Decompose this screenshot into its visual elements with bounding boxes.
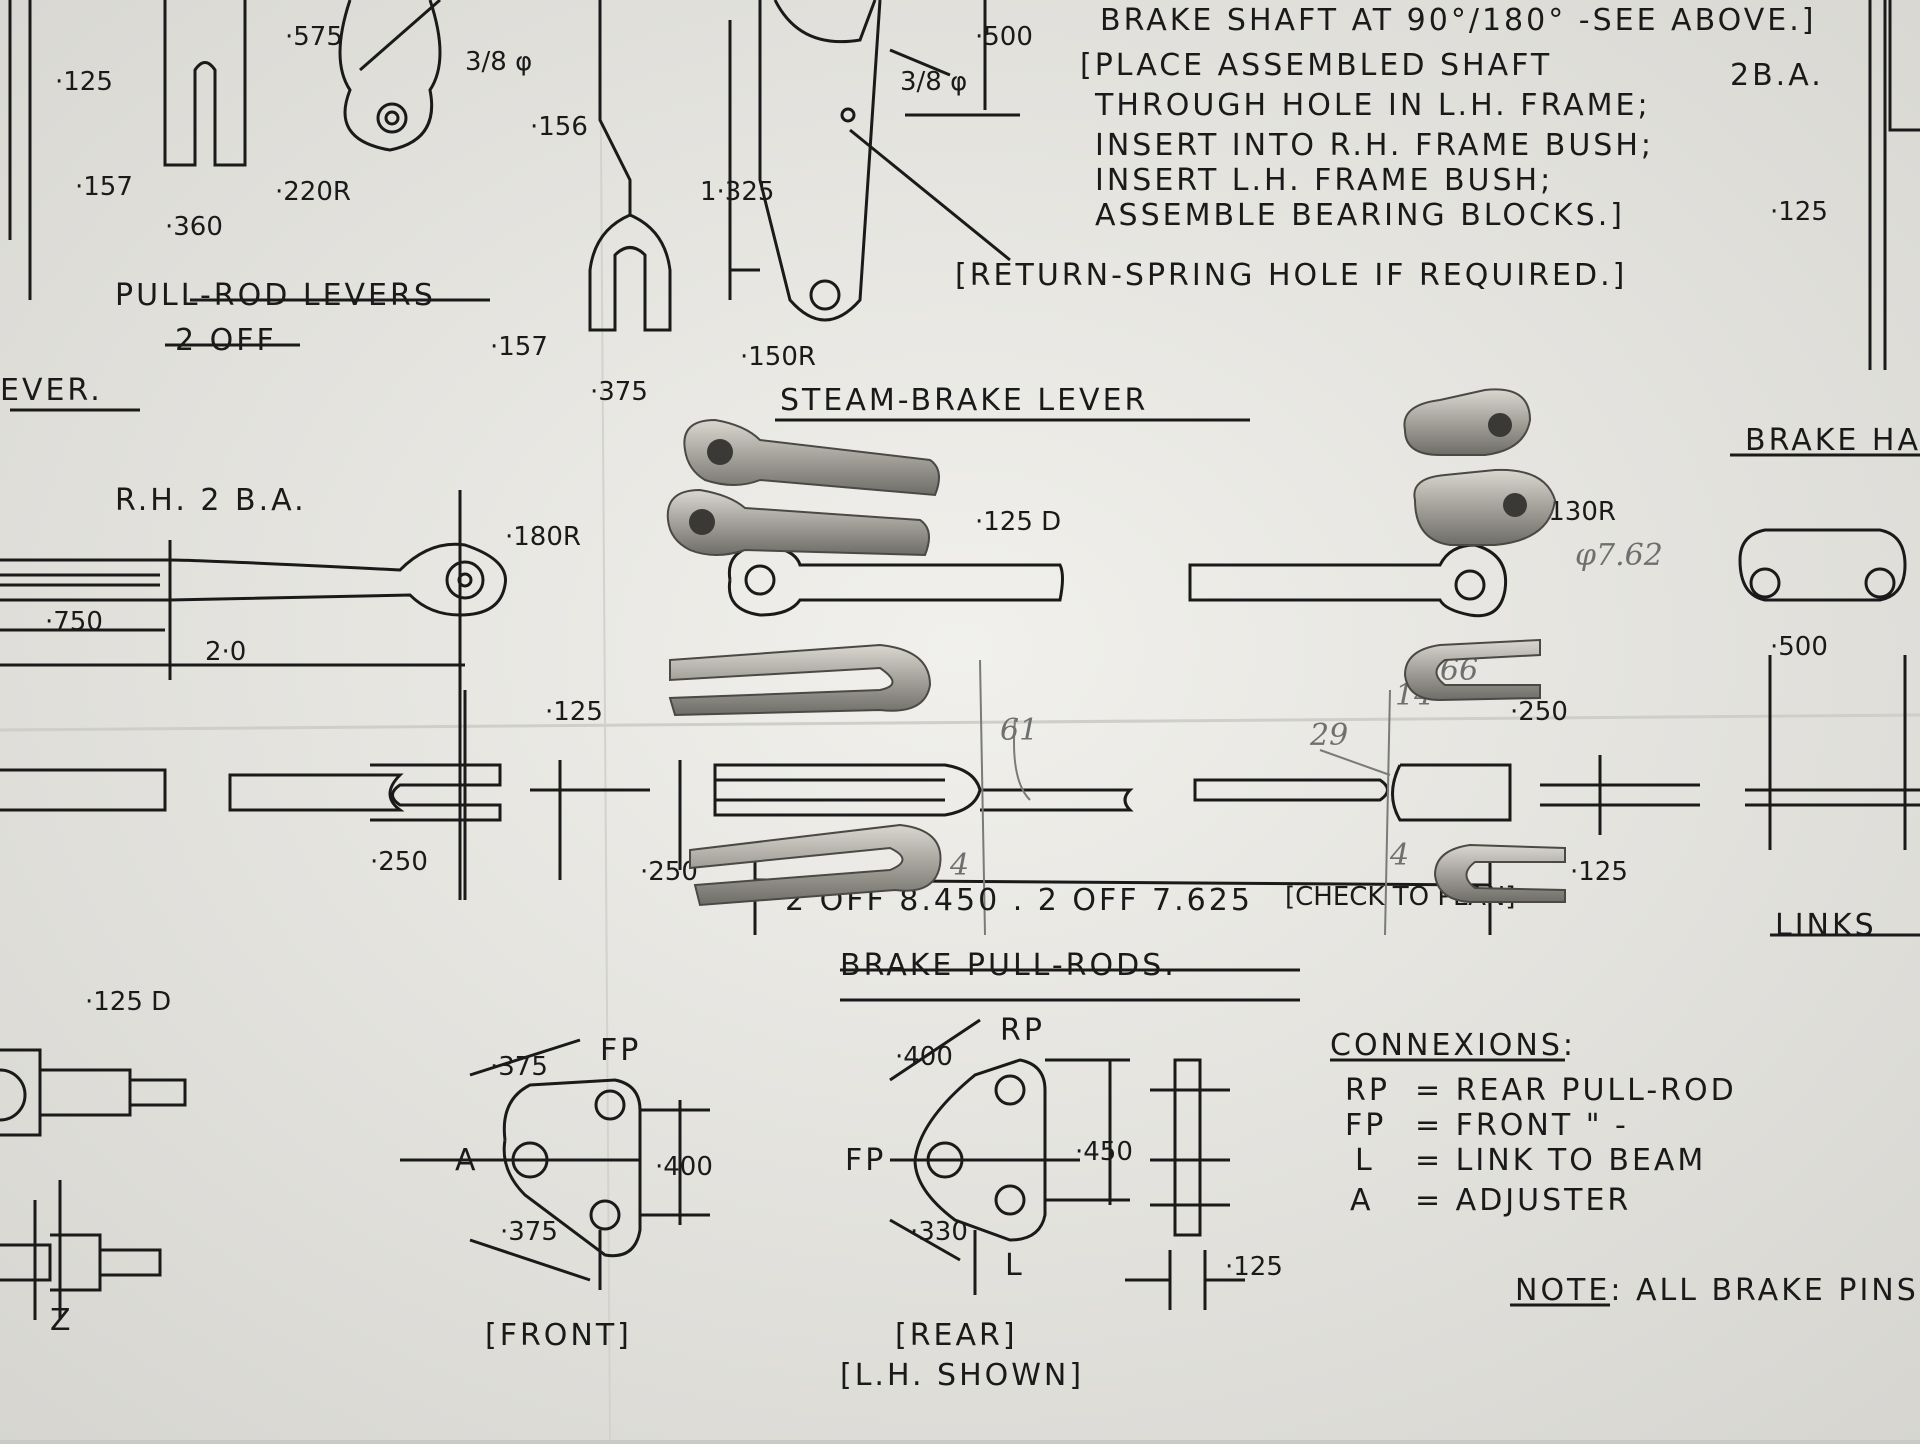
dim-180r: ·180R xyxy=(505,522,581,552)
connexions-title: CONNEXIONS: xyxy=(1330,1028,1576,1063)
note-assembly-2: THROUGH HOLE IN L.H. FRAME; xyxy=(1094,88,1651,123)
dim-125-bot: ·125 xyxy=(1225,1252,1283,1282)
note-assembly-3: INSERT INTO R.H. FRAME BUSH; xyxy=(1095,128,1654,163)
note-rh-2ba: R.H. 2 B.A. xyxy=(115,483,307,518)
note-2ba: 2B.A. xyxy=(1730,58,1824,93)
dim-2-0: 2·0 xyxy=(205,637,246,667)
dim-375-mid: ·375 xyxy=(590,377,648,407)
label-fp-rear: FP xyxy=(845,1143,886,1178)
note-brake-pins: NOTE: ALL BRAKE PINS xyxy=(1515,1273,1919,1308)
dim-250-left: ·250 xyxy=(370,847,428,877)
lever-fragment-heading: EVER. xyxy=(0,373,103,408)
label-fp-front: FP xyxy=(600,1033,641,1068)
connexion-meaning: = REAR PULL-ROD xyxy=(1415,1073,1737,1108)
dim-125-right: ·125 xyxy=(1770,197,1828,227)
pull-rod-levers-heading: PULL-ROD LEVERS xyxy=(115,278,436,313)
dim-125d: ·125 D xyxy=(975,507,1061,537)
connexion-meaning: = FRONT " - xyxy=(1415,1108,1629,1143)
short-fork-part xyxy=(1403,638,1541,702)
dim-500-top: ·500 xyxy=(975,22,1033,52)
dim-157-mid: ·157 xyxy=(490,332,548,362)
dim-1325: 1·325 xyxy=(700,177,774,207)
label-l: L xyxy=(1005,1248,1025,1283)
label-rp: RP xyxy=(1000,1013,1045,1048)
label-lh-shown: [L.H. SHOWN] xyxy=(840,1358,1084,1393)
brake-hand-fragment-heading: BRAKE HAN xyxy=(1745,423,1920,458)
label-rear: [REAR] xyxy=(895,1318,1018,1353)
dim-250-right: ·250 xyxy=(1510,697,1568,727)
pull-rod-levers-qty: 2 OFF xyxy=(175,323,277,358)
dim-3-8-left: 3/8 φ xyxy=(465,47,532,77)
dim-375-a: ·375 xyxy=(490,1052,548,1082)
dim-157-left: ·157 xyxy=(75,172,133,202)
dim-220r: ·220R xyxy=(275,177,351,207)
connexion-meaning: = LINK TO BEAM xyxy=(1415,1143,1706,1178)
links-fragment-heading: LINKS xyxy=(1775,908,1877,943)
ink-linework xyxy=(0,0,1920,1320)
fold-line xyxy=(0,713,1920,732)
connexion-code: FP xyxy=(1345,1108,1386,1143)
pencil-diameter: φ7.62 xyxy=(1575,538,1663,573)
dim-150r: ·150R xyxy=(740,342,816,372)
dim-400-a: ·400 xyxy=(655,1152,713,1182)
dim-125-rr: ·125 xyxy=(1570,857,1628,887)
connexion-code: A xyxy=(1350,1183,1374,1218)
connexion-code: RP xyxy=(1345,1073,1390,1108)
small-lever-part xyxy=(1413,468,1557,546)
dim-156: ·156 xyxy=(530,112,588,142)
pencil-29: 29 xyxy=(1309,718,1348,753)
note-top-line: BRAKE SHAFT AT 90°/180° -SEE ABOVE.] xyxy=(1100,3,1816,38)
dim-375-b: ·375 xyxy=(500,1217,558,1247)
note-return-spring: [RETURN-SPRING HOLE IF REQUIRED.] xyxy=(955,258,1627,293)
steam-lever-part xyxy=(683,418,940,497)
connexion-code: L xyxy=(1355,1143,1375,1178)
long-fork-part xyxy=(689,823,942,907)
dim-125d-bottom: ·125 D xyxy=(85,987,171,1017)
note-assembly-1: [PLACE ASSEMBLED SHAFT xyxy=(1080,48,1552,83)
short-fork-part xyxy=(1433,843,1566,903)
pencil-linework xyxy=(979,659,1391,936)
dim-500-right: ·500 xyxy=(1770,632,1828,662)
dim-330: ·330 xyxy=(910,1217,968,1247)
dim-250-mid: ·250 xyxy=(640,857,698,887)
machined-parts xyxy=(666,388,1566,907)
dim-125-top: ·125 xyxy=(55,67,113,97)
small-lever-part xyxy=(1403,388,1532,456)
brake-pull-rods-heading: BRAKE PULL-RODS. xyxy=(840,948,1177,983)
dim-3-8-mid: 3/8 φ xyxy=(900,67,967,97)
dim-750: ·750 xyxy=(45,607,103,637)
long-fork-part xyxy=(668,643,932,717)
note-assembly-4: INSERT L.H. FRAME BUSH; xyxy=(1095,163,1553,198)
label-z: Z xyxy=(50,1303,74,1338)
connexions-rows: RP = REAR PULL-ROD FP = FRONT " - L = LI… xyxy=(1345,1073,1737,1218)
pencil-61: 61 xyxy=(1000,713,1038,748)
label-front: [FRONT] xyxy=(485,1318,632,1353)
dim-400-b: ·400 xyxy=(895,1042,953,1072)
connexion-meaning: = ADJUSTER xyxy=(1415,1183,1631,1218)
note-assembly-5: ASSEMBLE BEARING BLOCKS.] xyxy=(1095,198,1625,233)
dim-575: ·575 xyxy=(285,22,343,52)
label-a: A xyxy=(455,1143,479,1178)
steam-lever-part xyxy=(666,488,930,557)
dim-450: ·450 xyxy=(1075,1137,1133,1167)
pencil-4b: 4 xyxy=(1389,838,1409,873)
dim-125-mid: ·125 xyxy=(545,697,603,727)
pencil-4: 4 xyxy=(949,848,969,883)
steam-brake-lever-heading: STEAM-BRAKE LEVER xyxy=(780,383,1148,418)
dim-360: ·360 xyxy=(165,212,223,242)
